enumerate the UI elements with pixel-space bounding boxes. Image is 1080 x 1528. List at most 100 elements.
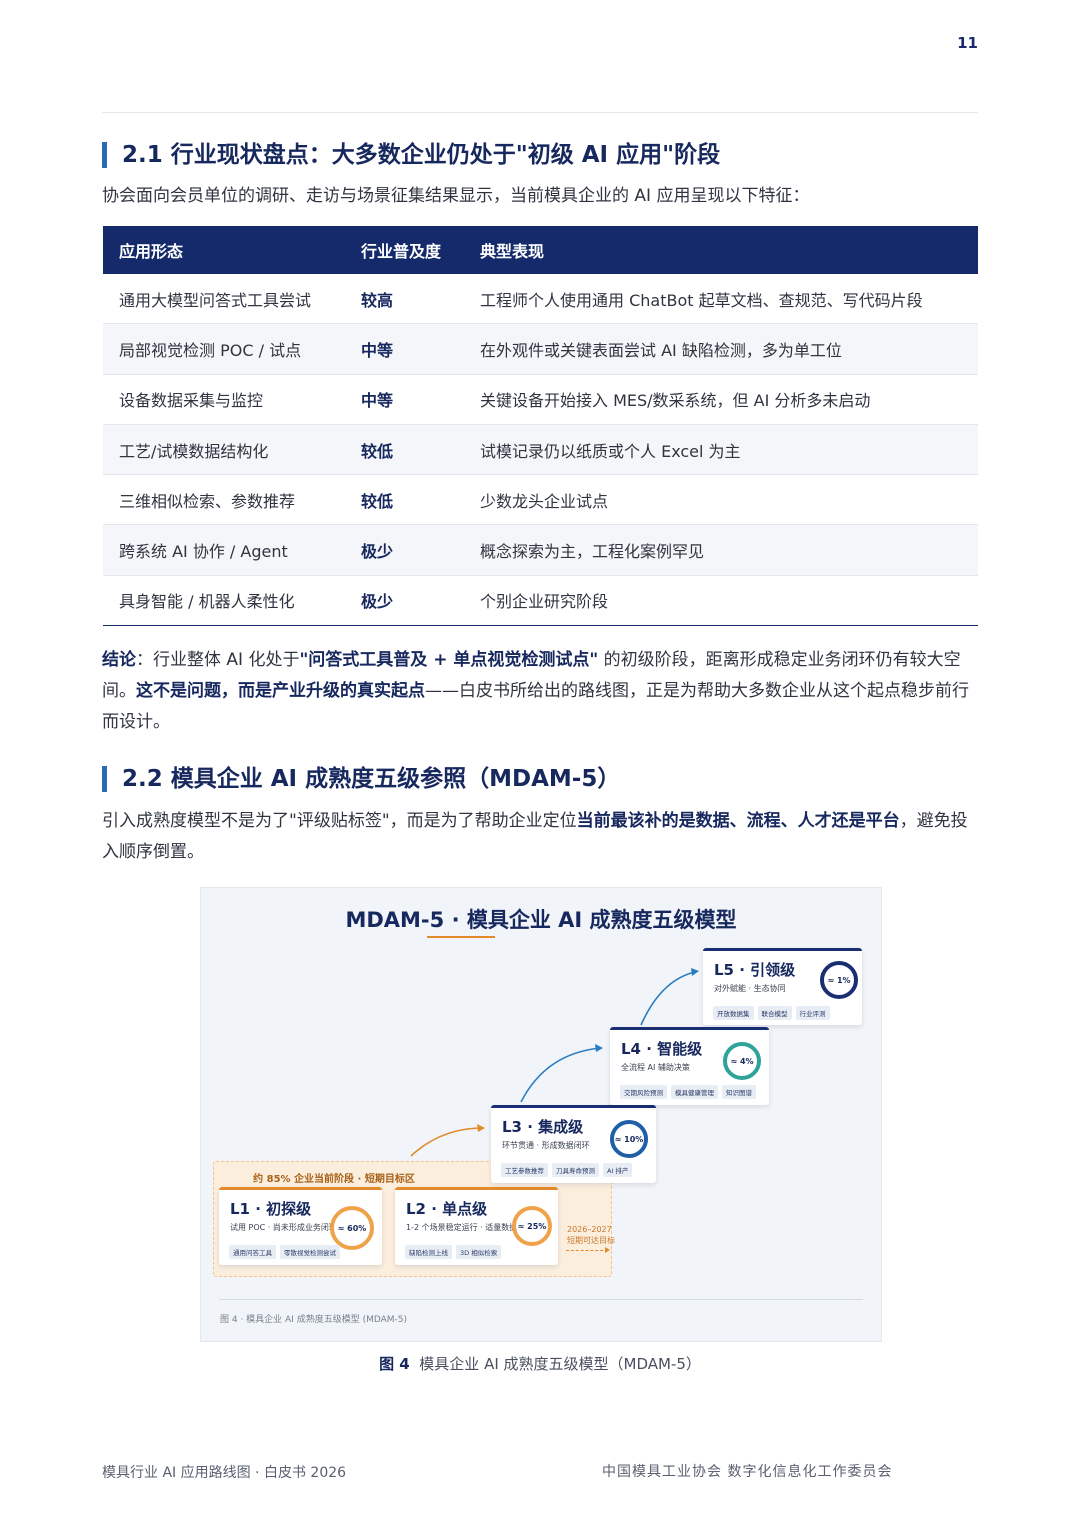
table-cell-adoption: 中等	[361, 340, 394, 360]
share-ring: ≈ 25%	[512, 1206, 552, 1246]
level-tag: 缺陷检测上线	[405, 1245, 452, 1259]
level-name: L3 · 集成级	[502, 1118, 584, 1136]
table-cell-form: 局部视觉检测 POC / 试点	[119, 340, 302, 360]
figure-divider	[219, 1299, 863, 1300]
conclusion-paragraph: 结论：行业整体 AI 化处于"问答式工具普及 + 单点视觉检测试点" 的初级阶段…	[102, 645, 978, 738]
share-ring: ≈ 1%	[820, 961, 858, 999]
header-divider	[102, 112, 978, 113]
level-name: L2 · 单点级	[406, 1200, 488, 1218]
target-years: 2026–2027	[567, 1225, 612, 1234]
level-card-l1: L1 · 初探级 试用 POC · 尚未形成业务闭环 ≈ 60% 通用问答工具 …	[219, 1187, 382, 1265]
adoption-table: 应用形态 行业普及度 典型表现 通用大模型问答式工具尝试 较高 工程师个人使用通…	[103, 226, 978, 627]
section-intro-2-2: 引入成熟度模型不是为了"评级贴标签"，而是为了帮助企业定位当前最该补的是数据、流…	[102, 806, 978, 868]
intro-emphasis: 当前最该补的是数据、流程、人才还是平台	[576, 811, 900, 831]
table-cell-typical: 工程师个人使用通用 ChatBot 起草文档、查规范、写代码片段	[480, 290, 923, 310]
level-desc: 试用 POC · 尚未形成业务闭环	[230, 1223, 337, 1232]
maturity-model-figure: MDAM-5 · 模具企业 AI 成熟度五级模型 约 85% 企业当前阶段 · …	[200, 887, 882, 1342]
level-card-l4: L4 · 智能级 全流程 AI 辅助决策 ≈ 4% 交期风险预测 模具健康管理 …	[610, 1027, 769, 1105]
table-cell-form: 具身智能 / 机器人柔性化	[119, 592, 295, 612]
level-tag: 交期风险预测	[620, 1085, 667, 1099]
table-header-row: 应用形态 行业普及度 典型表现	[103, 226, 978, 274]
figure-caption: 图 4 模具企业 AI 成熟度五级模型（MDAM-5）	[0, 1353, 1080, 1374]
table-cell-typical: 试模记录仍以纸质或个人 Excel 为主	[480, 441, 741, 461]
level-tag: 通用问答工具	[229, 1245, 276, 1259]
arrow-head-l3	[477, 1124, 485, 1132]
caption-text: 模具企业 AI 成熟度五级模型（MDAM-5）	[419, 1355, 701, 1373]
level-tag: 开放数据集	[713, 1006, 754, 1020]
table-cell-adoption: 中等	[361, 391, 394, 411]
intro-text: ，避免投入顺序倒置。	[102, 811, 968, 862]
caption-label: 图 4	[379, 1355, 410, 1373]
level-tags: 通用问答工具 零散视觉检测尝试	[229, 1245, 340, 1259]
arrow-head-l5	[691, 968, 699, 976]
footer-organization: 中国模具工业协会 数字化信息化工作委员会	[602, 1464, 893, 1480]
level-desc: 环节贯通 · 形成数据闭环	[502, 1141, 590, 1150]
table-cell-adoption: 较低	[361, 491, 394, 511]
table-row: 跨系统 AI 协作 / Agent 极少 概念探索为主，工程化案例罕见	[103, 525, 978, 576]
table-row: 三维相似检索、参数推荐 较低 少数龙头企业试点	[103, 475, 978, 526]
level-tags: 开放数据集 联合模型 行业评测	[713, 1006, 830, 1020]
level-tag: 知识图谱	[722, 1085, 756, 1099]
table-cell-adoption: 较低	[361, 441, 394, 461]
figure-title: MDAM-5 · 模具企业 AI 成熟度五级模型	[345, 908, 737, 932]
target-text: 短期可达目标	[567, 1236, 615, 1245]
level-tag: 工艺参数推荐	[501, 1163, 548, 1177]
table-cell-form: 设备数据采集与监控	[119, 391, 264, 411]
table-cell-typical: 少数龙头企业试点	[480, 491, 609, 511]
level-desc: 1-2 个场景稳定运行 · 适量数据	[406, 1223, 518, 1232]
table-cell-form: 工艺/试模数据结构化	[119, 441, 269, 461]
arrow-l4-l5	[640, 971, 696, 1026]
table-cell-typical: 在外观件或关键表面尝试 AI 缺陷检测，多为单工位	[480, 340, 842, 360]
table-cell-form: 通用大模型问答式工具尝试	[119, 290, 312, 310]
table-cell-adoption: 极少	[361, 592, 394, 612]
share-ring: ≈ 10%	[610, 1120, 648, 1158]
conclusion-emphasis: "问答式工具普及 + 单点视觉检测试点"	[299, 650, 599, 670]
level-tag: 联合模型	[757, 1006, 792, 1020]
section-intro-2-1: 协会面向会员单位的调研、走访与场景征集结果显示，当前模具企业的 AI 应用呈现以…	[102, 186, 810, 206]
arrow-l3-l4	[520, 1047, 602, 1103]
level-tag: AI 排产	[603, 1163, 633, 1177]
share-ring: ≈ 60%	[330, 1206, 374, 1250]
level-name: L1 · 初探级	[230, 1200, 312, 1218]
level-tag: 行业评测	[795, 1006, 830, 1020]
table-row: 通用大模型问答式工具尝试 较高 工程师个人使用通用 ChatBot 起草文档、查…	[103, 274, 978, 325]
level-tag: 3D 相似检索	[456, 1245, 502, 1259]
conclusion-label: 结论	[102, 650, 136, 670]
footer-doc-title: 模具行业 AI 应用路线图 · 白皮书 2026	[102, 1465, 347, 1481]
short-term-target-label: 2026–2027 短期可达目标	[567, 1224, 615, 1246]
table-cell-form: 跨系统 AI 协作 / Agent	[119, 542, 288, 562]
level-name: L5 · 引领级	[714, 961, 796, 979]
zone-label: 约 85% 企业当前阶段 · 短期目标区	[253, 1174, 415, 1185]
level-tags: 工艺参数推荐 刀具寿命预测 AI 排产	[501, 1163, 633, 1177]
table-header-typical: 典型表现	[480, 242, 545, 261]
level-name: L4 · 智能级	[621, 1040, 703, 1058]
target-arrow	[566, 1247, 610, 1253]
table-cell-typical: 概念探索为主，工程化案例罕见	[480, 542, 705, 562]
conclusion-emphasis: 这不是问题，而是产业升级的真实起点	[136, 681, 425, 701]
level-tags: 交期风险预测 模具健康管理 知识图谱	[620, 1085, 756, 1099]
page-number: 11	[957, 34, 978, 52]
table-cell-typical: 关键设备开始接入 MES/数采系统，但 AI 分析多未启动	[480, 391, 871, 411]
figure-note: 图 4 · 模具企业 AI 成熟度五级模型 (MDAM-5)	[220, 1315, 408, 1325]
level-tag: 刀具寿命预测	[552, 1163, 599, 1177]
table-row: 具身智能 / 机器人柔性化 极少 个别企业研究阶段	[103, 576, 978, 627]
table-row: 局部视觉检测 POC / 试点 中等 在外观件或关键表面尝试 AI 缺陷检测，多…	[103, 324, 978, 375]
figure-title-accent	[427, 936, 495, 938]
progression-arrows	[410, 968, 699, 1157]
arrow-l2-l3	[410, 1127, 484, 1157]
level-tag: 模具健康管理	[671, 1085, 718, 1099]
level-tags: 缺陷检测上线 3D 相似检索	[405, 1245, 502, 1259]
table-cell-typical: 个别企业研究阶段	[480, 592, 609, 612]
level-tag: 零散视觉检测尝试	[280, 1245, 340, 1259]
table-cell-form: 三维相似检索、参数推荐	[119, 491, 296, 511]
table-cell-adoption: 极少	[361, 542, 394, 562]
conclusion-text: ：行业整体 AI 化处于	[136, 650, 300, 670]
conclusion-text: 的初级阶段，距离形成稳定业务闭环仍有较大空间。	[102, 650, 961, 701]
table-row: 设备数据采集与监控 中等 关键设备开始接入 MES/数采系统，但 AI 分析多未…	[103, 375, 978, 425]
level-card-l2: L2 · 单点级 1-2 个场景稳定运行 · 适量数据 ≈ 25% 缺陷检测上线…	[395, 1187, 558, 1265]
table-header-adoption: 行业普及度	[361, 242, 442, 261]
share-ring: ≈ 4%	[723, 1042, 761, 1080]
level-desc: 对外赋能 · 生态协同	[714, 984, 786, 993]
level-card-l3: L3 · 集成级 环节贯通 · 形成数据闭环 ≈ 10% 工艺参数推荐 刀具寿命…	[491, 1105, 656, 1183]
level-desc: 全流程 AI 辅助决策	[621, 1063, 690, 1072]
